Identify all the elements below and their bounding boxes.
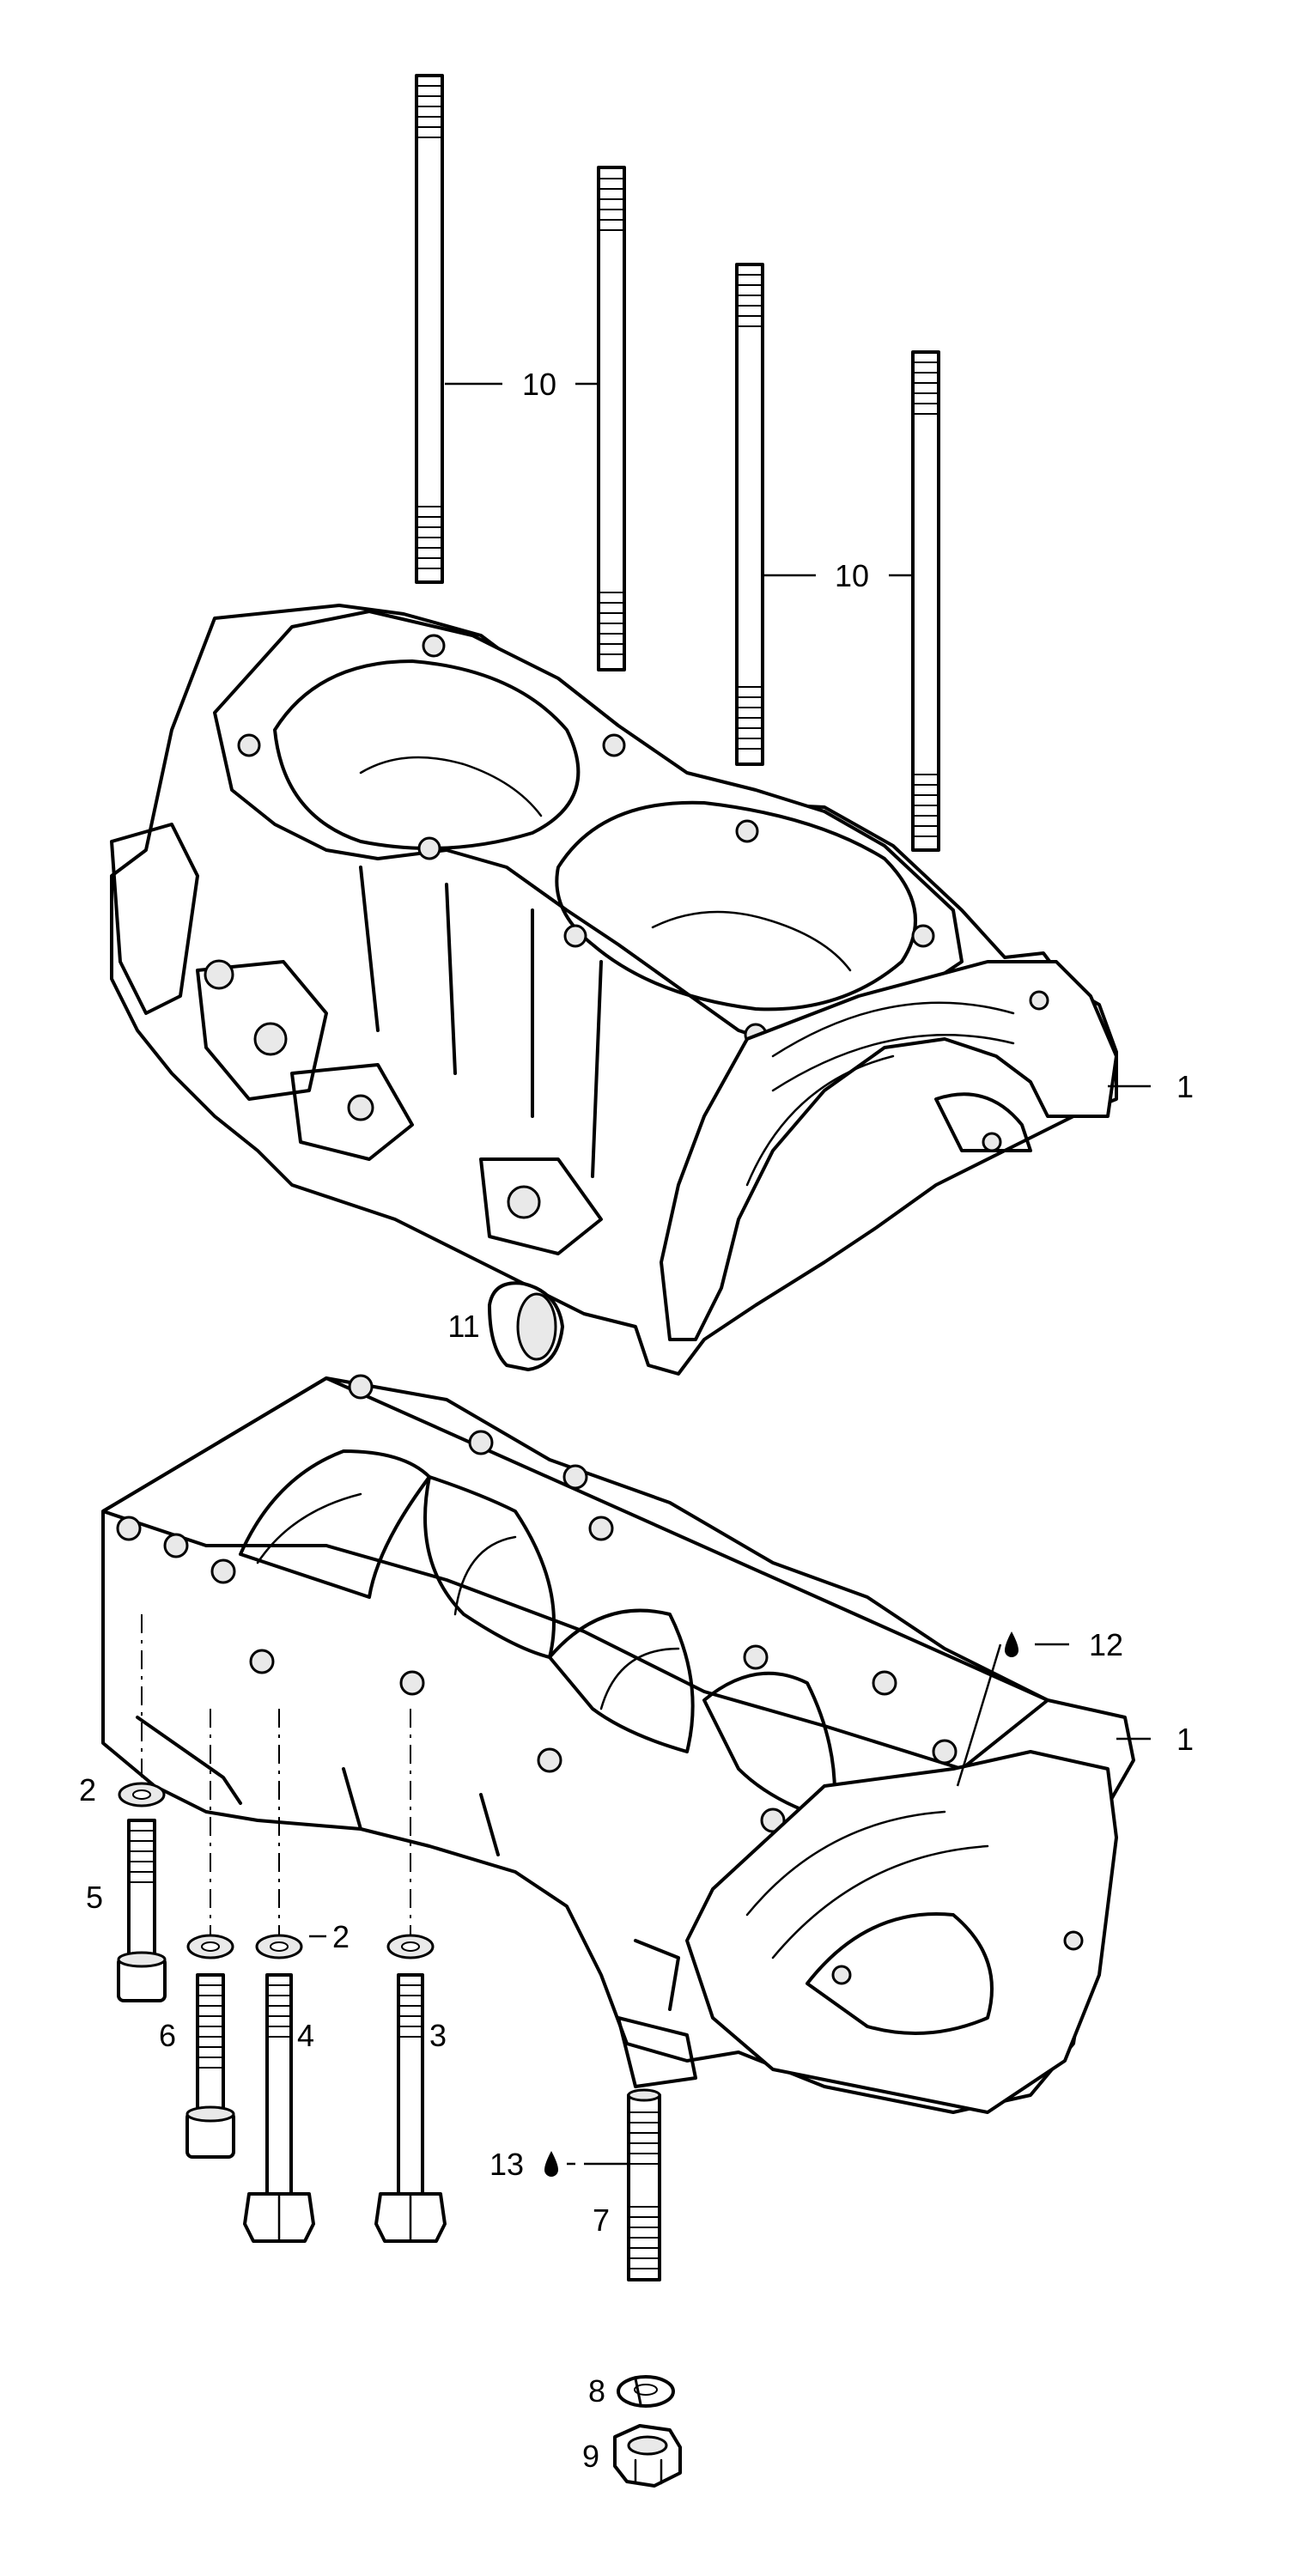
stud-10-c[interactable]	[735, 263, 764, 766]
oil-drop-icon	[1005, 1631, 1018, 1657]
callout-6: 6	[159, 2018, 176, 2053]
callout-1-upper: 1	[1176, 1069, 1194, 1104]
stud-10-d[interactable]	[911, 350, 940, 852]
screw-6[interactable]	[185, 1973, 235, 2159]
assembly-lines	[141, 1614, 411, 1941]
stud-10-b[interactable]	[597, 166, 626, 671]
callout-3: 3	[429, 2018, 447, 2053]
callout-13: 13	[489, 2147, 524, 2182]
washer-2-b[interactable]	[186, 1934, 234, 1959]
callout-7: 7	[593, 2202, 610, 2238]
nut-9[interactable]	[613, 2424, 682, 2488]
lower-crankcase[interactable]	[101, 1374, 1135, 2114]
callout-12: 12	[1089, 1627, 1123, 1662]
callout-2-left: 2	[79, 1772, 96, 1807]
leader-lines	[309, 382, 1151, 2166]
oil-drop-icon	[544, 2151, 558, 2177]
seal-11[interactable]	[488, 1281, 564, 1371]
washer-2-a[interactable]	[118, 1782, 166, 1807]
callout-11: 11	[447, 1309, 479, 1344]
callout-10-left: 10	[522, 367, 556, 402]
bolt-3[interactable]	[374, 1973, 447, 2243]
stud-7[interactable]	[627, 2088, 661, 2281]
lock-washer-8[interactable]	[617, 2375, 675, 2408]
callout-8: 8	[588, 2373, 605, 2409]
upper-crankcase[interactable]	[110, 604, 1118, 1376]
bolt-4[interactable]	[243, 1973, 315, 2243]
callout-5: 5	[86, 1880, 103, 1915]
callout-9: 9	[582, 2439, 599, 2474]
callout-2-row: 2	[332, 1919, 350, 1954]
screw-5[interactable]	[117, 1819, 167, 2002]
callout-1-lower: 1	[1176, 1722, 1194, 1757]
callout-10-right: 10	[835, 558, 869, 593]
stud-10-a[interactable]	[415, 74, 444, 584]
washer-2-c[interactable]	[255, 1934, 303, 1959]
callout-4: 4	[297, 2018, 314, 2053]
washer-2-d[interactable]	[386, 1934, 435, 1959]
